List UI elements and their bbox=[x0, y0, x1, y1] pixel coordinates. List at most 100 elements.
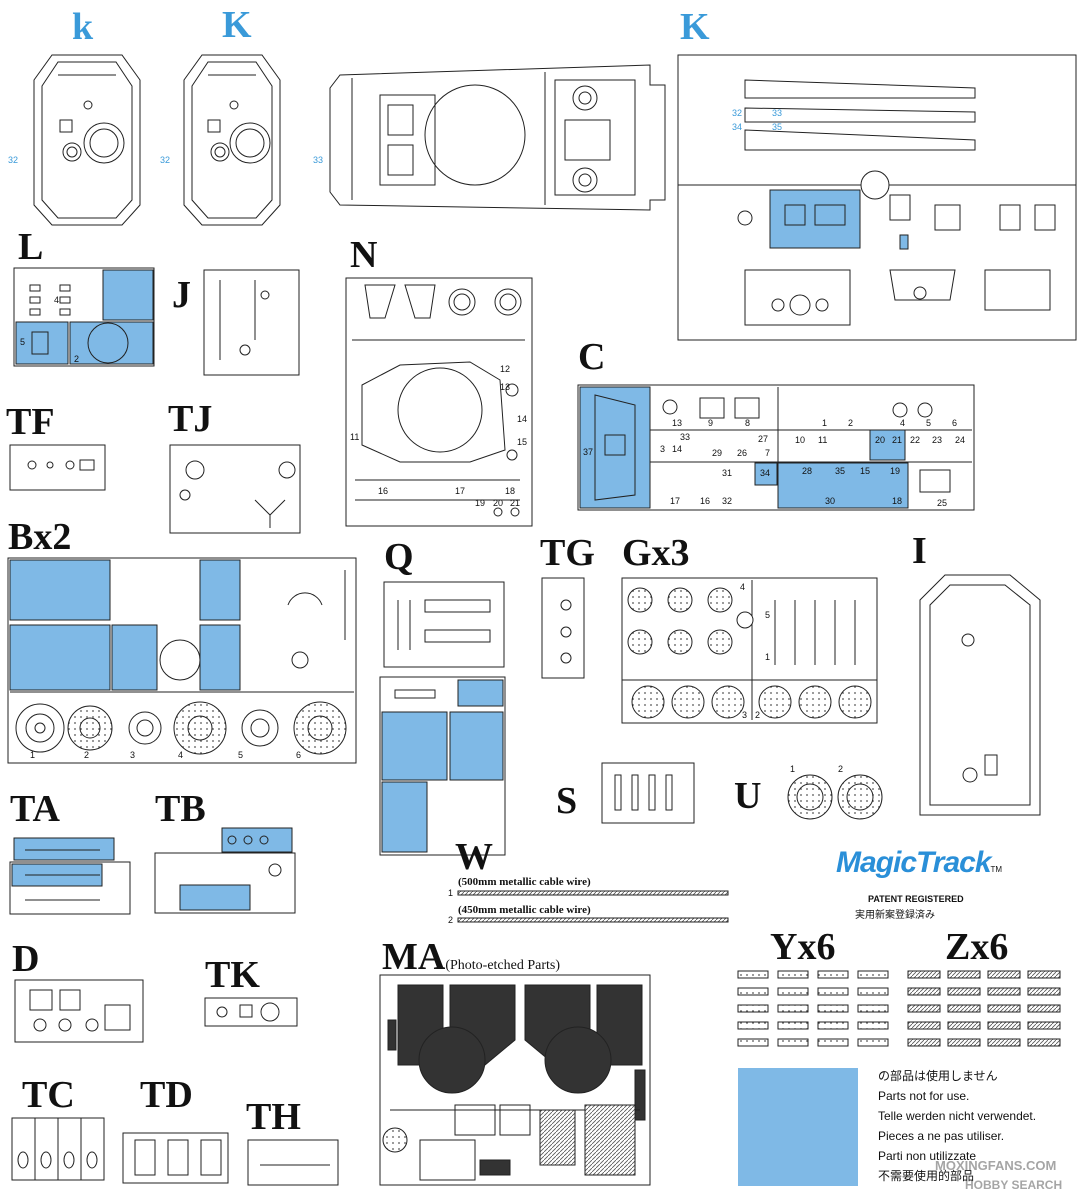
label-L-2: 2 bbox=[74, 354, 79, 364]
sprue-TK bbox=[204, 997, 298, 1027]
label-C-5: 5 bbox=[926, 418, 931, 428]
wire-2-label: (450mm metallic cable wire) bbox=[458, 904, 591, 916]
label-C-27: 27 bbox=[758, 434, 768, 444]
wire-2-number: 2 bbox=[448, 915, 454, 925]
label-C-33: 33 bbox=[680, 432, 690, 442]
label-C-24: 24 bbox=[955, 435, 965, 445]
sprue-Q bbox=[383, 581, 505, 668]
label-C-14: 14 bbox=[672, 444, 682, 454]
label-C-6: 6 bbox=[952, 418, 957, 428]
sprue-TB bbox=[154, 827, 296, 914]
label-G-2: 2 bbox=[755, 710, 760, 720]
label-C-30: 30 bbox=[825, 496, 835, 506]
label-C-4: 4 bbox=[900, 418, 905, 428]
section-K-2: K bbox=[680, 6, 710, 48]
section-Zx6: Zx6 bbox=[945, 926, 1009, 968]
label-G-1: 1 bbox=[765, 652, 770, 662]
section-TK: TK bbox=[205, 954, 260, 996]
sprue-C bbox=[577, 384, 975, 511]
label-G-5: 5 bbox=[765, 610, 770, 620]
section-Yx6: Yx6 bbox=[770, 926, 836, 968]
part-K-plate bbox=[183, 54, 281, 226]
label-C-11: 11 bbox=[818, 435, 827, 445]
label-N-16: 16 bbox=[378, 486, 388, 496]
logo-patent: PATENT REGISTERED bbox=[868, 894, 964, 904]
section-TA: TA bbox=[10, 788, 60, 830]
section-MA-subtitle: (Photo-etched Parts) bbox=[445, 958, 561, 973]
sprue-TA bbox=[9, 837, 131, 915]
part-W-wires bbox=[457, 890, 729, 923]
label-C-10: 10 bbox=[795, 435, 805, 445]
sprue-D bbox=[14, 979, 144, 1043]
sheet-MA bbox=[379, 974, 651, 1186]
label-C-26: 26 bbox=[737, 448, 747, 458]
section-TD: TD bbox=[140, 1074, 193, 1116]
part-U bbox=[787, 774, 883, 820]
label-N-17: 17 bbox=[455, 486, 465, 496]
label-N-13: 13 bbox=[500, 382, 510, 392]
label-C-32: 32 bbox=[722, 496, 732, 506]
sprue-J bbox=[203, 269, 300, 376]
label-C-15: 15 bbox=[860, 466, 870, 476]
label-C-22: 22 bbox=[910, 435, 920, 445]
section-D: D bbox=[12, 938, 40, 980]
watermark-hobbysearch: HOBBY SEARCH bbox=[965, 1178, 1063, 1192]
section-C: C bbox=[578, 336, 606, 378]
label-C-17: 17 bbox=[670, 496, 680, 506]
section-Bx2: Bx2 bbox=[8, 516, 72, 558]
legend-line-1: の部品は使用しません bbox=[878, 1069, 998, 1083]
label-C-31: 31 bbox=[722, 468, 732, 478]
label-L-5: 5 bbox=[20, 337, 25, 347]
label-C-34: 34 bbox=[760, 468, 770, 478]
wire-1-label: (500mm metallic cable wire) bbox=[458, 876, 591, 888]
logo-japanese: 実用新案登録済み bbox=[855, 910, 935, 921]
section-TJ: TJ bbox=[168, 398, 213, 440]
label-B-5: 5 bbox=[238, 750, 243, 760]
magictrack-logo: MagicTrackTM bbox=[836, 846, 1002, 880]
label-N-18: 18 bbox=[505, 486, 515, 496]
section-N: N bbox=[350, 234, 378, 276]
label-K-32: 32 bbox=[160, 155, 170, 165]
label-hull-33: 33 bbox=[313, 155, 323, 165]
label-N-11: 11 bbox=[350, 432, 359, 442]
label-C-2: 2 bbox=[848, 418, 853, 428]
logo-tm: TM bbox=[990, 865, 1003, 874]
section-TG: TG bbox=[540, 532, 595, 574]
section-MA: MA(Photo-etched Parts) bbox=[382, 938, 560, 976]
section-TH: TH bbox=[246, 1096, 301, 1138]
sprue-G bbox=[621, 577, 878, 724]
label-C-20: 20 bbox=[875, 435, 885, 445]
section-TB: TB bbox=[155, 788, 206, 830]
label-Kt-33: 33 bbox=[772, 108, 782, 118]
label-L-4: 4 bbox=[54, 295, 59, 305]
sprue-L bbox=[13, 267, 155, 367]
sprue-S bbox=[601, 762, 695, 824]
label-B-3: 3 bbox=[130, 750, 135, 760]
label-C-1: 1 bbox=[822, 418, 827, 428]
label-C-7: 7 bbox=[765, 448, 770, 458]
label-C-3: 3 bbox=[660, 444, 665, 454]
label-C-23: 23 bbox=[932, 435, 942, 445]
part-I-plate bbox=[919, 574, 1041, 816]
legend-line-6: 不需要使用的部品 bbox=[878, 1169, 975, 1183]
label-C-19: 19 bbox=[890, 466, 900, 476]
sprue-K bbox=[677, 54, 1077, 341]
label-C-29: 29 bbox=[712, 448, 722, 458]
label-N-19: 19 bbox=[475, 498, 485, 508]
sprue-TG bbox=[541, 577, 585, 679]
sprue-B bbox=[7, 557, 357, 764]
sprue-N bbox=[345, 277, 533, 527]
section-TC: TC bbox=[22, 1074, 75, 1116]
label-C-21: 21 bbox=[892, 435, 902, 445]
section-MA-title: MA bbox=[382, 936, 446, 978]
legend-line-4: Pieces a ne pas utiliser. bbox=[878, 1129, 1005, 1143]
label-C-37: 37 bbox=[583, 447, 593, 457]
sprue-TF bbox=[9, 444, 106, 491]
watermark-moxingfans: MOXINGFANS.COM bbox=[935, 1158, 1057, 1173]
label-Kt-35: 35 bbox=[772, 122, 782, 132]
wire-1-number: 1 bbox=[448, 888, 454, 898]
sprue-Q-lower bbox=[379, 676, 506, 856]
part-Y-tracks bbox=[737, 970, 889, 1047]
label-C-35: 35 bbox=[835, 466, 845, 476]
